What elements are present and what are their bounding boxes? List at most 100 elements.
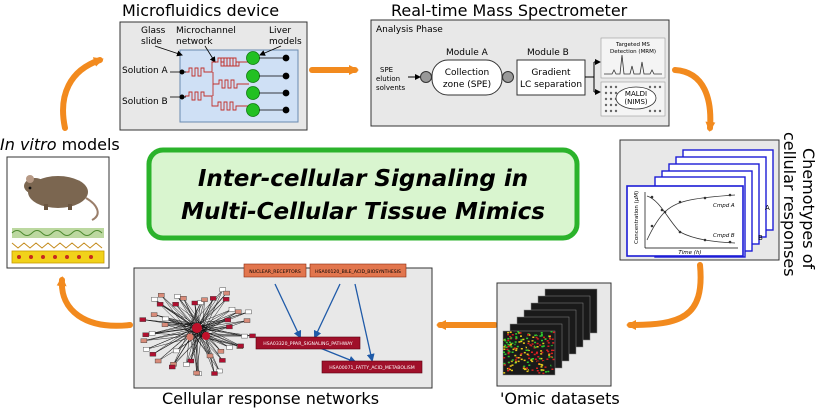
gradient-line2: LC separation xyxy=(520,80,582,90)
network-edge xyxy=(142,319,198,329)
arrow-networks-to-invitro xyxy=(56,276,133,329)
heatmap-cell xyxy=(503,338,506,341)
heatmap-cell xyxy=(539,355,542,358)
heatmap-cell xyxy=(525,334,527,336)
heatmap-cell xyxy=(548,356,551,358)
network-node xyxy=(226,345,233,350)
heatmap-cell xyxy=(528,357,531,360)
heatmap-cell xyxy=(517,360,520,363)
heatmap-cell xyxy=(517,331,520,333)
valve-b xyxy=(502,71,514,83)
network-node xyxy=(173,348,180,354)
heatmap-cell xyxy=(508,363,510,366)
network-node xyxy=(216,368,223,374)
solution-a-label: Solution A xyxy=(122,66,169,76)
network-edge xyxy=(198,299,227,326)
module-b-label: Module B xyxy=(527,48,569,58)
network-edge xyxy=(175,304,198,329)
heatmap-cell xyxy=(541,351,544,354)
network-edge xyxy=(172,326,198,368)
heatmap-cell xyxy=(525,371,528,374)
heatmap-cell xyxy=(520,335,522,337)
solution-b-label: Solution B xyxy=(122,97,168,107)
heatmap-cell xyxy=(537,361,539,363)
heatmap-cell xyxy=(542,345,545,347)
heatmap-cell xyxy=(537,356,540,358)
heatmap-cell xyxy=(538,354,541,356)
heatmap-cell xyxy=(514,354,517,357)
invitro-title-italic: In vitro xyxy=(0,135,57,154)
heatmap-cell xyxy=(548,354,551,356)
heatmap-cell xyxy=(526,349,529,351)
heatmap-cell xyxy=(520,372,523,374)
heatmap-cell xyxy=(527,349,530,352)
arrow-chemotypes-to-omic xyxy=(626,262,704,330)
heatmap-cell xyxy=(552,366,555,369)
heatmap-cell xyxy=(551,338,554,340)
heatmap-cell xyxy=(507,352,510,355)
heatmap-stack xyxy=(502,288,598,376)
heatmap-cell xyxy=(526,352,528,355)
network-edge xyxy=(196,309,233,324)
network-node xyxy=(158,293,165,298)
heatmap-cell xyxy=(508,367,511,370)
microchannel-network xyxy=(185,57,253,111)
heatmap-cell xyxy=(507,337,510,340)
spe-label-1: SPE xyxy=(380,66,393,74)
network-edge xyxy=(161,295,193,338)
heatmap-cell xyxy=(504,339,507,342)
heatmap-cell xyxy=(525,346,527,349)
network-node xyxy=(209,296,217,301)
network-edge xyxy=(193,325,199,374)
network-edge xyxy=(196,320,248,329)
heatmap-cell xyxy=(523,347,526,349)
heatmap-cell xyxy=(540,350,543,352)
glass-slide-label-1: Glass xyxy=(141,26,166,36)
heatmap-cell xyxy=(518,341,521,343)
heatmap-cell xyxy=(523,368,526,371)
network-edge xyxy=(143,335,195,341)
heatmap-cell xyxy=(531,343,534,345)
cmpd-a-curve xyxy=(646,194,736,241)
heatmap-cell xyxy=(521,334,523,336)
network-node xyxy=(217,349,225,354)
heatmap-cell xyxy=(531,351,533,353)
heatmap-cell xyxy=(537,336,540,339)
network-edge xyxy=(196,309,233,329)
heatmap-cell xyxy=(527,354,530,357)
heatmap-cell xyxy=(548,353,551,355)
network-node xyxy=(140,338,148,343)
heatmap-cell xyxy=(551,364,554,366)
heatmap-cell xyxy=(526,337,529,340)
network-edge xyxy=(177,296,200,326)
heatmap-cell xyxy=(527,333,530,336)
heatmap-cell xyxy=(545,371,547,373)
network-edge xyxy=(165,318,190,328)
heatmap-cell xyxy=(523,351,526,354)
heatmap-cell xyxy=(509,368,511,371)
heatmap-cell xyxy=(532,336,535,338)
heatmap-cell xyxy=(522,338,525,341)
network-node xyxy=(139,317,147,322)
heatmap-cell xyxy=(523,344,526,346)
spe-label-2: elution xyxy=(376,75,400,83)
heatmap-cell xyxy=(539,342,542,344)
heatmap-cell xyxy=(549,332,552,334)
heatmap-cell xyxy=(531,340,534,342)
heatmap-cell xyxy=(550,343,553,346)
network-node xyxy=(206,353,214,359)
heatmap-cell xyxy=(539,344,542,346)
heatmap-cell xyxy=(507,345,510,348)
heatmap-cell xyxy=(527,340,530,343)
chemotypes-panel: A B Cmpd A Cmpd B Time (h) Concentration… xyxy=(619,139,780,261)
heatmap-cell xyxy=(546,349,549,351)
heatmap-cell xyxy=(511,351,514,353)
tissue-layers xyxy=(11,228,105,264)
stack-letter-a: A xyxy=(765,204,770,212)
heatmap-cell xyxy=(515,357,518,359)
module-a-label: Module A xyxy=(446,48,489,58)
heatmap-cell xyxy=(515,344,518,346)
arrow-ms-to-chemotypes xyxy=(672,67,716,132)
heatmap-cell xyxy=(551,334,554,336)
heatmap-cell xyxy=(530,359,533,361)
